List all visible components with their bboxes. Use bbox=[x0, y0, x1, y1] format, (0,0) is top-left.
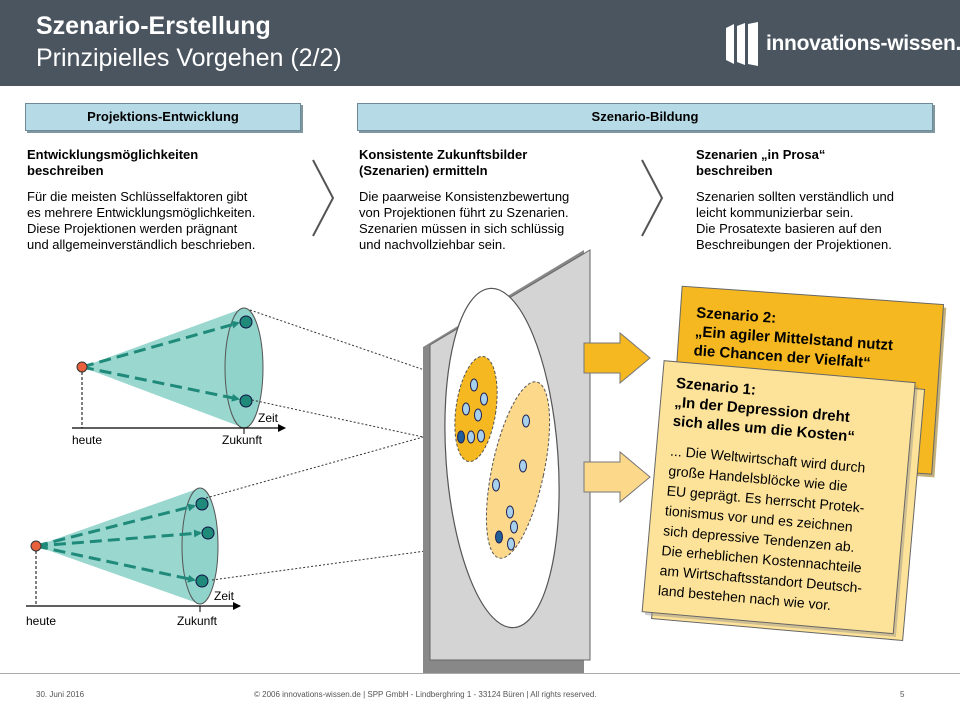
page-subtitle: Prinzipielles Vorgehen (2/2) bbox=[36, 44, 342, 72]
logo: innovations-wissen.de bbox=[724, 22, 960, 66]
step-heading-line: beschreiben bbox=[27, 163, 104, 178]
projection-cone-2 bbox=[26, 487, 241, 612]
consistency-plate bbox=[423, 249, 591, 673]
scenario-2-title-line: Szenario 2: bbox=[696, 304, 777, 327]
step-body-line: Die paarweise Konsistenzbewertung bbox=[359, 189, 570, 204]
chevron-right-icon bbox=[312, 159, 335, 237]
cluster-dots bbox=[457, 378, 530, 551]
step-body: Szenarien sollten verständlich und leich… bbox=[696, 189, 951, 253]
scenario-1-card: Szenario 1: „In der Depression dreht sic… bbox=[641, 360, 926, 642]
arrow-to-scenario-2 bbox=[583, 331, 651, 385]
step-scenarios: Konsistente Zukunftsbilder (Szenarien) e… bbox=[359, 147, 634, 253]
cone-1-label-zeit: Zeit bbox=[258, 411, 279, 425]
step-body: Für die meisten Schlüsselfaktoren gibt e… bbox=[27, 189, 312, 253]
step-heading: Entwicklungsmöglichkeiten beschreiben bbox=[27, 147, 312, 179]
step-body-line: es mehrere Entwicklungsmöglichkeiten. bbox=[27, 205, 256, 220]
step-body: Die paarweise Konsistenzbewertung von Pr… bbox=[359, 189, 634, 253]
phase-projektions-entwicklung: Projektions-Entwicklung bbox=[25, 103, 301, 131]
step-prose: Szenarien „in Prosa“ beschreiben Szenari… bbox=[696, 147, 951, 253]
step-body-line: Die Prosatexte basieren auf den bbox=[696, 221, 882, 236]
step-projections: Entwicklungsmöglichkeiten beschreiben Fü… bbox=[27, 147, 312, 253]
step-body-line: leicht kommunizierbar sein. bbox=[696, 205, 854, 220]
step-heading: Szenarien „in Prosa“ beschreiben bbox=[696, 147, 951, 179]
cone-2-label-zeit: Zeit bbox=[214, 589, 235, 603]
step-body-line: Für die meisten Schlüsselfaktoren gibt bbox=[27, 189, 248, 204]
step-heading: Konsistente Zukunftsbilder (Szenarien) e… bbox=[359, 147, 634, 179]
chevron-right-icon bbox=[641, 159, 664, 237]
projection-cone-1 bbox=[72, 307, 286, 434]
footer-copyright: © 2006 innovations-wissen.de | SPP GmbH … bbox=[254, 690, 597, 699]
cone-1-label-heute: heute bbox=[72, 433, 102, 447]
footer-date: 30. Juni 2016 bbox=[36, 690, 85, 699]
arrow-to-scenario-1 bbox=[583, 450, 651, 504]
step-heading-line: Szenarien „in Prosa“ bbox=[696, 147, 826, 162]
step-heading-line: Konsistente Zukunftsbilder bbox=[359, 147, 528, 162]
footer-page-number: 5 bbox=[900, 690, 905, 699]
phase-szenario-bildung: Szenario-Bildung bbox=[357, 103, 933, 131]
scenario-1-title-line: Szenario 1: bbox=[675, 375, 756, 399]
cone-2-label-zukunft: Zukunft bbox=[177, 614, 218, 628]
step-body-line: Beschreibungen der Projektionen. bbox=[696, 237, 892, 252]
footer-divider bbox=[0, 673, 960, 674]
cone-2-label-heute: heute bbox=[26, 614, 56, 628]
step-body-line: und allgemeinverständlich beschrieben. bbox=[27, 237, 256, 252]
step-heading-line: beschreiben bbox=[696, 163, 773, 178]
header-bar: Szenario-Erstellung Prinzipielles Vorgeh… bbox=[0, 0, 960, 86]
step-body-line: Diese Projektionen werden prägnant bbox=[27, 221, 238, 236]
step-heading-line: (Szenarien) ermitteln bbox=[359, 163, 488, 178]
logo-icon bbox=[726, 22, 758, 66]
cone-1-label-zukunft: Zukunft bbox=[222, 433, 263, 447]
step-body-line: von Projektionen führt zu Szenarien. bbox=[359, 205, 569, 220]
step-body-line: Szenarien müssen in sich schlüssig bbox=[359, 221, 565, 236]
step-body-line: Szenarien sollten verständlich und bbox=[696, 189, 895, 204]
page-title: Szenario-Erstellung bbox=[36, 12, 271, 40]
step-body-line: und nachvollziehbar sein. bbox=[359, 237, 506, 252]
logo-text: innovations-wissen.de bbox=[766, 32, 960, 55]
step-heading-line: Entwicklungsmöglichkeiten bbox=[27, 147, 199, 162]
